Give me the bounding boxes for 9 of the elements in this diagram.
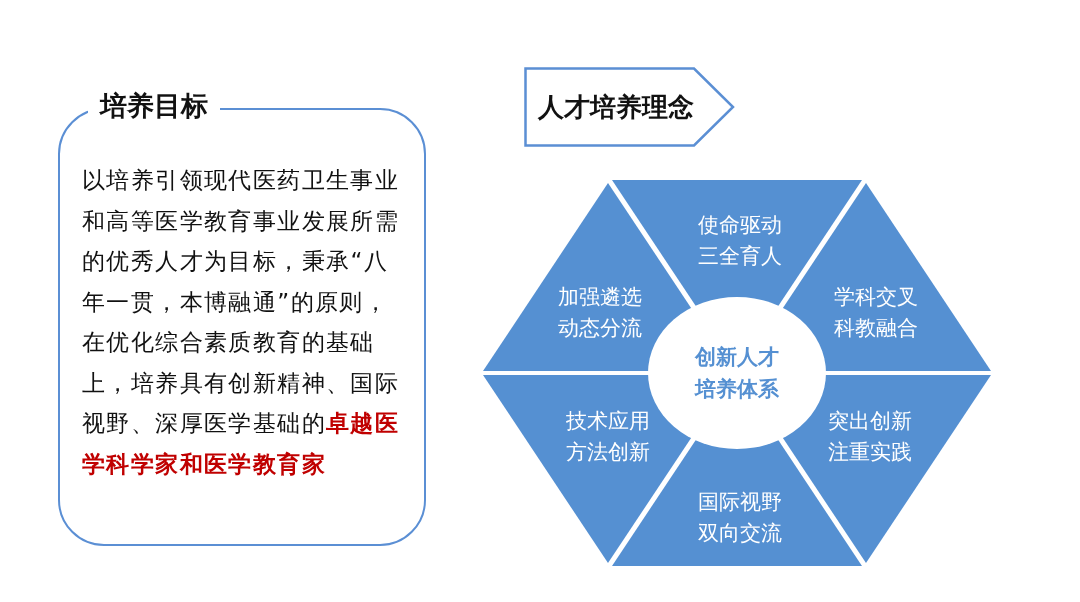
banner-title: 人才培养理念 xyxy=(538,91,694,124)
segment-text: 学科交叉科教融合 xyxy=(833,284,919,342)
segment-text: 技术应用方法创新 xyxy=(565,408,651,466)
segment-text: 突出创新注重实践 xyxy=(827,408,913,466)
segment-text: 国际视野双向交流 xyxy=(697,489,783,547)
center-title: 创新人才培养体系 xyxy=(693,344,780,403)
segment-text: 加强遴选动态分流 xyxy=(557,284,643,342)
segment-text: 使命驱动三全育人 xyxy=(697,212,783,270)
body-text: 以培养引领现代医药卫生事业和高等医学教育事业发展所需的优秀人才为目标，秉承“八年一贯，本博融通”的原则，在优化综合素质教育的基础上，培养具有创新精神、国际视野、深厚医学基础的卓越医学科学家和医学教育家 xyxy=(82,166,401,479)
